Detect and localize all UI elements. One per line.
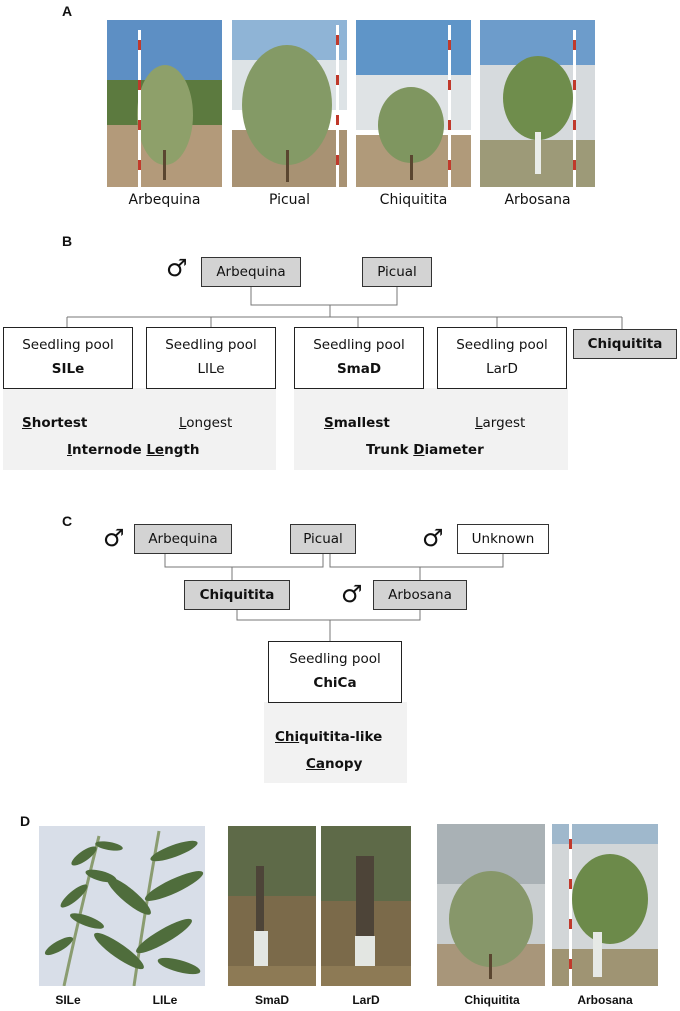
parent-arbequina-box: Arbequina [134, 524, 232, 554]
pool-sile-line1: Seedling pool [22, 337, 114, 353]
caption-arbequina: Arbequina [128, 192, 201, 208]
photo-trunk-smad [228, 826, 316, 986]
canopy-shade [264, 702, 407, 783]
photo-arbequina-tree [107, 20, 222, 187]
caption-smad: SmaD [254, 993, 289, 1007]
pool-chica-line1: Seedling pool [289, 651, 381, 667]
caption-picual: Picual [268, 192, 311, 208]
panel-d-label: D [20, 813, 31, 829]
photo-chiquitita-tree [356, 20, 471, 187]
photo-picual-tree [232, 20, 347, 187]
caption-lard: LarD [352, 993, 380, 1007]
pool-chica-box: Seedling pool ChiCa [268, 641, 402, 703]
pool-lard-line1: Seedling pool [456, 337, 548, 353]
panel-a-label: A [62, 3, 73, 19]
photo-arbosana-canopy [552, 824, 658, 986]
pool-lile-box: Seedling pool LILe [146, 327, 276, 389]
pool-sile-line2: SILe [51, 361, 85, 377]
parent-picual-box: Picual [290, 524, 356, 554]
photo-chiquitita-canopy [437, 824, 545, 986]
parent-unknown-box: Unknown [457, 524, 549, 554]
male-symbol-icon: ♂ [341, 580, 363, 608]
internode-shade [3, 388, 276, 470]
pool-sile-box: Seedling pool SILe [3, 327, 133, 389]
caption-arbosana-d: Arbosana [577, 993, 633, 1007]
selection-chiquitita-box: Chiquitita [573, 329, 677, 359]
caption-lile: LILe [152, 993, 178, 1007]
pool-lard-box: Seedling pool LarD [437, 327, 567, 389]
internode-length-label: Internode Length [67, 442, 200, 458]
caption-arbosana: Arbosana [504, 192, 571, 208]
chiquitita-like-label: Chiquitita-like [275, 729, 383, 745]
pool-chica-line2: ChiCa [313, 675, 357, 691]
photo-arbosana-tree [480, 20, 595, 187]
panel-b-label: B [62, 233, 73, 249]
canopy-label: Canopy [306, 756, 363, 772]
trunk-shade [294, 388, 568, 470]
caption-sile: SILe [55, 993, 81, 1007]
longest-label: Longest [179, 415, 233, 431]
chiquitita-box: Chiquitita [184, 580, 290, 610]
caption-chiquitita: Chiquitita [379, 192, 448, 208]
photo-trunk-lard [321, 826, 411, 986]
smallest-label: Smallest [324, 415, 390, 431]
shortest-label: Shortest [22, 415, 88, 431]
trunk-diameter-label: Trunk Diameter [366, 442, 484, 458]
largest-label: Largest [475, 415, 526, 431]
arbosana-box: Arbosana [373, 580, 467, 610]
male-symbol-icon: ♂ [422, 524, 444, 552]
pool-smad-box: Seedling pool SmaD [294, 327, 424, 389]
caption-chiquitita-d: Chiquitita [464, 993, 520, 1007]
parent-picual-box: Picual [362, 257, 432, 287]
pool-smad-line1: Seedling pool [313, 337, 405, 353]
male-symbol-icon: ♂ [166, 254, 188, 282]
panel-c-label: C [62, 513, 73, 529]
pool-lile-line1: Seedling pool [165, 337, 257, 353]
male-symbol-icon: ♂ [103, 524, 125, 552]
photo-leaves-sile-lile [39, 826, 205, 986]
pool-lard-line2: LarD [486, 361, 518, 377]
pool-smad-line2: SmaD [336, 361, 382, 377]
pool-lile-line2: LILe [197, 361, 225, 377]
parent-arbequina-box: Arbequina [201, 257, 301, 287]
